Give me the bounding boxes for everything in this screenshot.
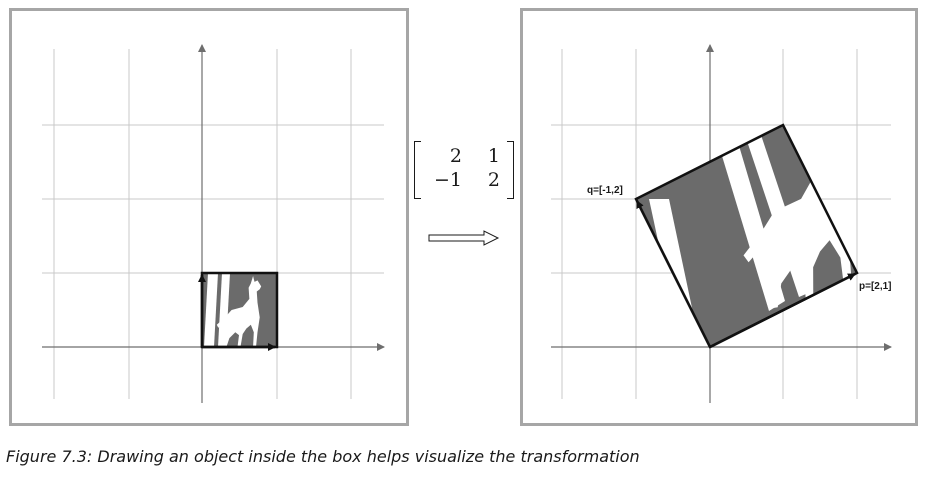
transformed-space-panel: q=[-1,2] p=[2,1] <box>520 8 918 426</box>
q-vector-label: q=[-1,2] <box>587 185 623 196</box>
transformed-space-graph: q=[-1,2] p=[2,1] <box>551 44 892 403</box>
matrix-left-bracket <box>414 141 421 199</box>
figure-caption: Figure 7.3: Drawing an object inside the… <box>6 447 640 466</box>
grid-lines <box>42 49 384 399</box>
matrix-cell-r1c2: 1 <box>487 145 500 167</box>
original-space-graph <box>42 44 385 403</box>
p-vector <box>709 272 856 349</box>
coyote-silhouette-icon <box>216 275 262 347</box>
p-vector-label: p=[2,1] <box>859 281 892 292</box>
axes <box>42 44 385 403</box>
double-arrow-icon <box>428 230 500 246</box>
matrix-right-bracket <box>507 141 514 199</box>
transformation-matrix: 2 1 −1 2 <box>412 141 516 201</box>
original-space-panel <box>9 8 409 426</box>
transformed-box <box>636 125 857 347</box>
matrix-cell-r1c1: 2 <box>449 145 462 167</box>
unit-box <box>202 273 277 347</box>
matrix-cell-r2c2: 2 <box>487 169 500 191</box>
q-vector <box>635 200 712 348</box>
matrix-cell-r2c1: −1 <box>433 169 462 191</box>
